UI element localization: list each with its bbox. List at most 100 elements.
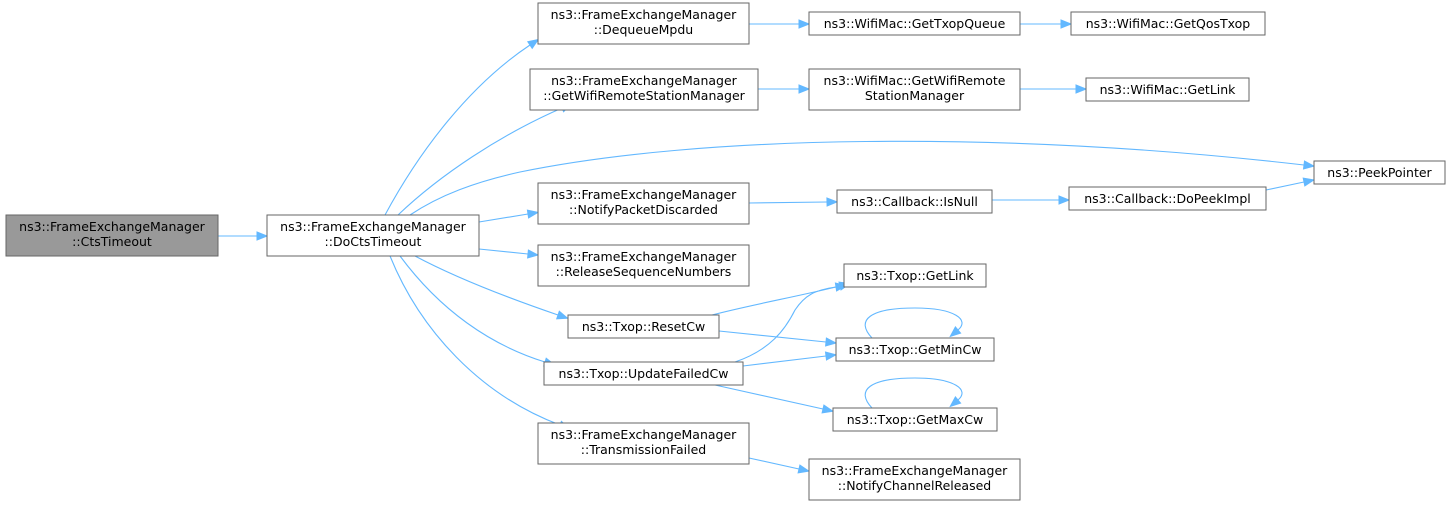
node-reset-cw[interactable]: ns3::Txop::ResetCw <box>567 314 720 339</box>
node-txop-get-link[interactable]: ns3::Txop::GetLink <box>843 263 987 288</box>
edge-line <box>864 307 963 339</box>
arrowhead <box>797 464 811 474</box>
node-get-txop-queue[interactable]: ns3::WifiMac::GetTxopQueue <box>808 11 1021 36</box>
edge-callback_do_peek_impl-to-peek_pointer <box>1265 177 1316 191</box>
edge-line <box>478 248 529 255</box>
edge-txop_get_min_cw-to-txop_get_min_cw <box>864 307 963 339</box>
node-label-line: ns3::FrameExchangeManager <box>551 7 737 22</box>
arrowhead <box>256 231 269 241</box>
node-label-line: ::NotifyChannelReleased <box>838 478 991 493</box>
edge-do_cts_timeout-to-update_failed_cw <box>399 255 556 367</box>
node-box <box>266 214 480 257</box>
edge-reset_cw-to-txop_get_link <box>711 281 851 316</box>
node-peek-pointer[interactable]: ns3::PeekPointer <box>1313 160 1446 185</box>
node-box <box>5 214 219 257</box>
arrowhead <box>526 209 540 219</box>
node-box <box>808 458 1021 501</box>
edge-update_failed_cw-to-txop_get_min_cw <box>742 351 838 367</box>
node-transmission-failed[interactable]: ns3::FrameExchangeManager::TransmissionF… <box>537 422 750 465</box>
node-label-line: ns3::WifiMac::GetWifiRemote <box>824 73 1006 88</box>
arrowhead <box>1302 177 1316 187</box>
node-label-line: ::GetWifiRemoteStationManager <box>543 88 745 103</box>
edge-transmission_failed-to-notify_channel_released <box>748 457 811 474</box>
node-box <box>1068 186 1267 211</box>
node-mac-get-wifi-rsm[interactable]: ns3::WifiMac::GetWifiRemoteStationManage… <box>808 68 1021 111</box>
node-box <box>808 68 1021 111</box>
node-callback-is-null[interactable]: ns3::Callback::IsNull <box>836 189 993 214</box>
arrowhead <box>798 84 811 94</box>
edge-get_wifi_rsm-to-mac_get_wifi_rsm <box>758 84 811 94</box>
edges-layer <box>218 19 1316 474</box>
node-label-line: ::TransmissionFailed <box>581 442 706 457</box>
edge-line <box>384 44 531 216</box>
arrowhead <box>824 351 838 361</box>
node-get-qos-txop[interactable]: ns3::WifiMac::GetQosTxop <box>1070 11 1266 36</box>
node-dequeue-mpdu[interactable]: ns3::FrameExchangeManager::DequeueMpdu <box>537 2 750 45</box>
edge-line <box>718 330 827 343</box>
arrowhead <box>526 38 540 50</box>
edge-update_failed_cw-to-txop_get_max_cw <box>714 384 835 414</box>
node-label-line: ns3::Txop::UpdateFailedCw <box>559 366 729 381</box>
node-do-cts-timeout[interactable]: ns3::FrameExchangeManager::DoCtsTimeout <box>266 214 480 257</box>
node-get-wifi-rsm[interactable]: ns3::FrameExchangeManager::GetWifiRemote… <box>529 68 759 111</box>
node-label-line: ns3::FrameExchangeManager <box>551 249 737 264</box>
node-label-line: ns3::WifiMac::GetTxopQueue <box>824 16 1006 31</box>
edge-line <box>748 201 828 204</box>
node-release-seq-numbers[interactable]: ns3::FrameExchangeManager::ReleaseSequen… <box>537 244 750 287</box>
edge-txop_get_max_cw-to-txop_get_max_cw <box>864 377 963 409</box>
node-box <box>537 2 750 45</box>
node-label-line: ns3::Callback::DoPeekImpl <box>1084 191 1251 206</box>
node-notify-packet-discarded[interactable]: ns3::FrameExchangeManager::NotifyPacketD… <box>537 182 750 225</box>
node-callback-do-peek-impl[interactable]: ns3::Callback::DoPeekImpl <box>1068 186 1267 211</box>
node-box <box>808 11 1021 36</box>
node-box <box>843 263 987 288</box>
node-label-line: ns3::WifiMac::GetLink <box>1100 82 1237 97</box>
edge-do_cts_timeout-to-notify_packet_discarded <box>478 209 540 223</box>
arrowhead <box>1075 84 1088 94</box>
edge-update_failed_cw-to-txop_get_link <box>734 282 848 363</box>
edge-line <box>1265 181 1305 191</box>
node-label-line: ns3::Txop::GetMaxCw <box>847 412 984 427</box>
node-box <box>1085 77 1250 102</box>
arrowhead <box>825 337 838 347</box>
edge-line <box>409 140 1305 216</box>
node-box <box>537 244 750 287</box>
node-label-line: ns3::FrameExchangeManager <box>551 73 737 88</box>
arrowhead <box>826 197 839 207</box>
arrowhead <box>555 310 569 320</box>
arrowhead <box>1302 160 1316 170</box>
edge-line <box>748 457 800 470</box>
node-notify-channel-released[interactable]: ns3::FrameExchangeManager::NotifyChannel… <box>808 458 1021 501</box>
node-box <box>1313 160 1446 185</box>
edge-line <box>864 377 963 409</box>
node-label-line: ns3::FrameExchangeManager <box>551 187 737 202</box>
node-box <box>529 68 759 111</box>
edge-do_cts_timeout-to-peek_pointer <box>409 140 1316 216</box>
edge-do_cts_timeout-to-dequeue_mpdu <box>384 38 540 216</box>
node-txop-get-min-cw[interactable]: ns3::Txop::GetMinCw <box>835 337 995 362</box>
edge-line <box>397 107 563 216</box>
edge-do_cts_timeout-to-reset_cw <box>414 255 569 320</box>
node-update-failed-cw[interactable]: ns3::Txop::UpdateFailedCw <box>543 361 744 386</box>
node-label-line: ns3::Txop::GetLink <box>856 268 974 283</box>
edge-line <box>742 355 827 367</box>
node-label-line: ns3::WifiMac::GetQosTxop <box>1086 16 1251 31</box>
node-mac-get-link[interactable]: ns3::WifiMac::GetLink <box>1085 77 1250 102</box>
node-label-line: ns3::FrameExchangeManager <box>551 427 737 442</box>
node-box <box>836 189 993 214</box>
node-cts-timeout: ns3::FrameExchangeManager::CtsTimeout <box>5 214 219 257</box>
node-txop-get-max-cw[interactable]: ns3::Txop::GetMaxCw <box>832 407 998 432</box>
edge-line <box>734 286 837 363</box>
node-label-line: ::DoCtsTimeout <box>325 234 422 249</box>
arrowhead <box>834 282 848 292</box>
node-label-line: ::ReleaseSequenceNumbers <box>556 264 732 279</box>
arrowhead <box>527 249 540 259</box>
arrowhead <box>798 19 811 29</box>
node-label-line: ns3::FrameExchangeManager <box>822 463 1008 478</box>
node-box <box>835 337 995 362</box>
node-box <box>567 314 720 339</box>
node-box <box>543 361 744 386</box>
node-label-line: ns3::Txop::GetMinCw <box>849 342 982 357</box>
node-label-line: ns3::FrameExchangeManager <box>19 219 205 234</box>
